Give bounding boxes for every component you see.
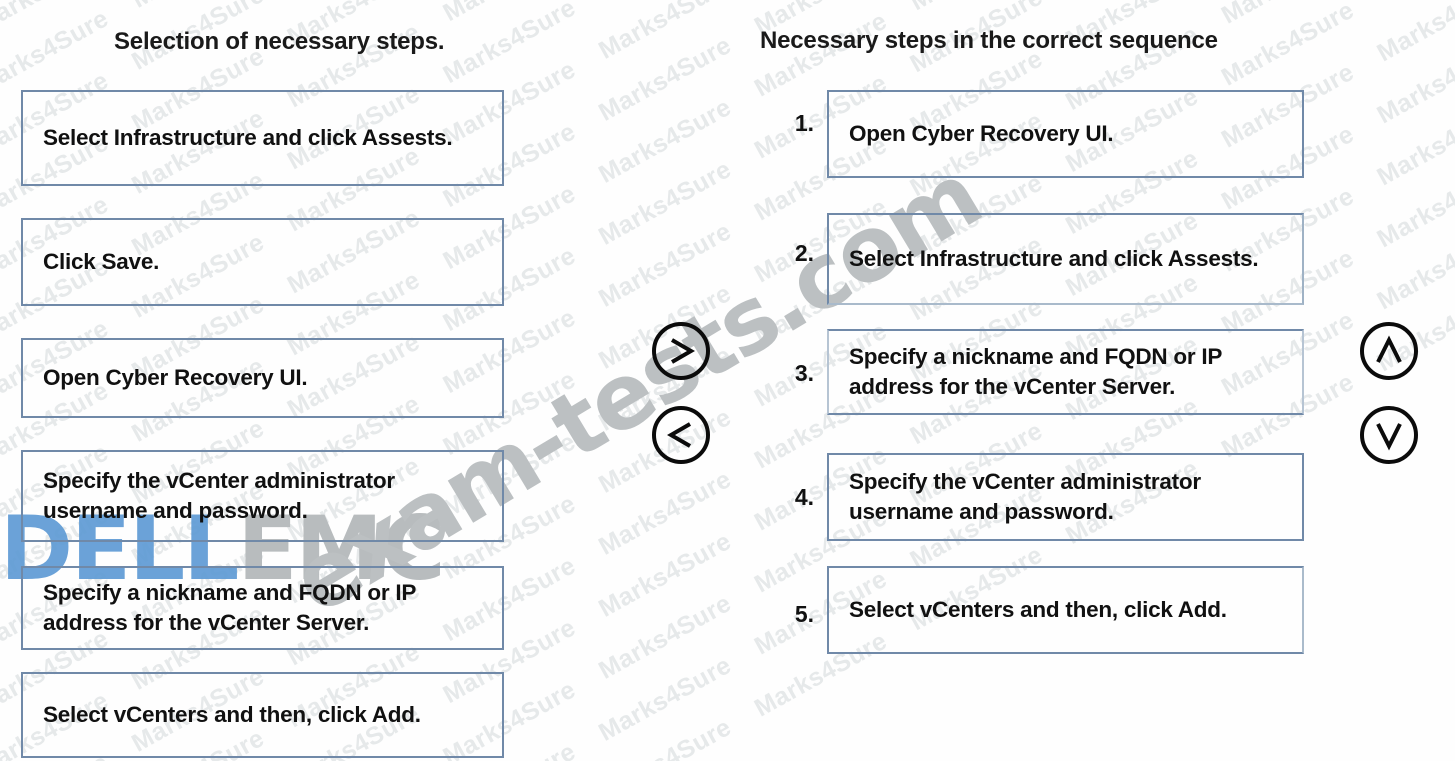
chevron-right-icon [661,331,701,371]
list-item[interactable]: Specify the vCenter administrator userna… [827,453,1304,541]
step-text: Specify the vCenter administrator userna… [849,469,1201,524]
list-item[interactable]: Select Infrastructure and click Assests. [21,90,504,186]
chevron-left-icon [661,415,701,455]
option-text: Select vCenters and then, click Add. [43,702,421,728]
list-item[interactable]: Specify a nickname and FQDN or IP addres… [21,566,504,650]
list-item[interactable]: Open Cyber Recovery UI. [827,90,1304,178]
step-number: 5. [794,601,814,627]
step-text: Specify a nickname and FQDN or IP addres… [849,344,1222,399]
step-number: 1. [794,110,814,136]
option-text: Specify a nickname and FQDN or IP addres… [43,580,416,635]
chevron-down-icon [1369,415,1409,455]
step-text: Select Infrastructure and click Assests. [849,246,1259,272]
chevron-up-icon [1369,331,1409,371]
move-right-button[interactable] [652,322,710,380]
option-text: Specify the vCenter administrator userna… [43,468,395,523]
answer-column-header: Necessary steps in the correct sequence [760,27,1218,54]
list-item[interactable]: Select vCenters and then, click Add. [21,672,504,758]
step-text: Open Cyber Recovery UI. [849,121,1114,147]
list-item[interactable]: Click Save. [21,218,504,306]
list-item[interactable]: Open Cyber Recovery UI. [21,338,504,418]
move-down-button[interactable] [1360,406,1418,464]
list-item[interactable]: Specify the vCenter administrator userna… [21,450,504,542]
step-number: 3. [794,360,814,386]
list-item[interactable]: Select Infrastructure and click Assests. [827,213,1304,305]
source-column-header: Selection of necessary steps. [114,28,445,55]
list-item[interactable]: Specify a nickname and FQDN or IP addres… [827,329,1304,415]
move-up-button[interactable] [1360,322,1418,380]
step-text: Select vCenters and then, click Add. [849,597,1227,623]
step-number: 2. [794,240,814,266]
list-item[interactable]: Select vCenters and then, click Add. [827,566,1304,654]
option-text: Open Cyber Recovery UI. [43,365,308,391]
step-number: 4. [794,484,814,510]
option-text: Select Infrastructure and click Assests. [43,125,453,151]
option-text: Click Save. [43,249,160,275]
move-left-button[interactable] [652,406,710,464]
